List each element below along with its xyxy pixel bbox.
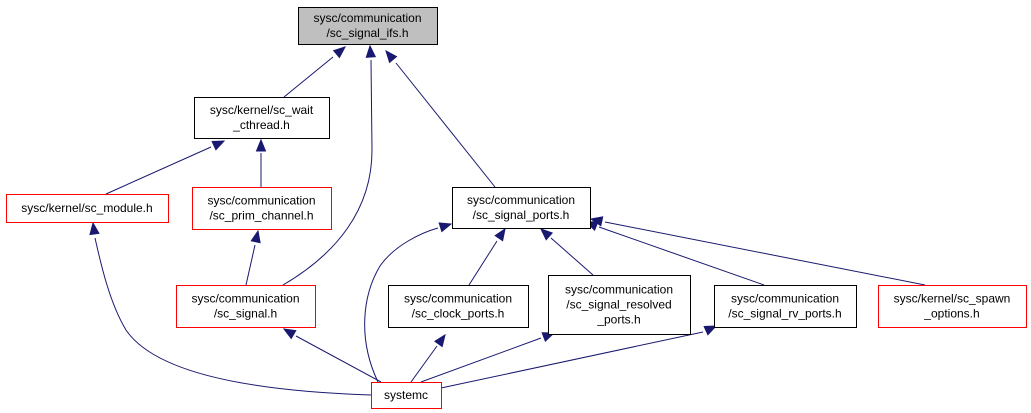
- node-label-line: /sc_signal_rv_ports.h: [728, 307, 841, 321]
- node-box: [192, 187, 332, 230]
- edge-line: [420, 337, 542, 383]
- node-label-line: systemc: [384, 388, 428, 402]
- edge-line: [604, 221, 926, 286]
- arrow-head: [385, 49, 398, 64]
- node-label-line: sysc/communication: [207, 194, 315, 208]
- node-label-line: /sc_prim_channel.h: [209, 209, 313, 223]
- edge-sc_signal-to-sc_signal_ifs: [282, 44, 377, 286]
- node-sc-wait-cthread[interactable]: sysc/kernel/sc_wait_cthread.h: [194, 97, 330, 139]
- node-label-line: sysc/communication: [313, 11, 421, 25]
- node-sc-signal-ports[interactable]: sysc/communication/sc_signal_ports.h: [452, 187, 591, 229]
- node-label-line: sysc/communication: [404, 292, 512, 306]
- node-box: [878, 285, 1027, 328]
- edges-layer: [89, 44, 926, 396]
- arrow-head: [703, 325, 718, 336]
- edge-sc_clock_ports-to-sc_signal_ports: [468, 227, 506, 286]
- node-box: [298, 7, 438, 45]
- node-sc-prim-channel[interactable]: sysc/communication/sc_prim_channel.h: [192, 187, 332, 230]
- node-sc-signal-resolved-ports[interactable]: sysc/communication/sc_signal_resolved_po…: [548, 275, 691, 335]
- node-label-line: _ports.h: [596, 313, 640, 327]
- node-sc-module[interactable]: sysc/kernel/sc_module.h: [6, 194, 169, 223]
- edge-systemc-to-sc_signal_rv_ports: [440, 325, 718, 389]
- edge-line: [550, 237, 594, 276]
- arrow-head: [589, 216, 604, 227]
- node-label-line: /sc_signal_resolved: [566, 298, 671, 312]
- edge-systemc-to-sc_clock_ports: [410, 333, 446, 383]
- arrow-head: [438, 222, 453, 233]
- edge-sc_signal_ports-to-sc_signal_ifs: [385, 49, 496, 188]
- arrow-head: [433, 333, 446, 348]
- arrow-head: [540, 228, 554, 241]
- edge-line: [295, 335, 382, 383]
- edge-sc_wait_cthread-to-sc_signal_ifs: [283, 46, 347, 98]
- node-box: [6, 194, 169, 223]
- node-sc-signal-ifs: sysc/communication/sc_signal_ifs.h: [298, 7, 438, 45]
- edge-systemc-to-sc_signal_ports: [364, 222, 453, 383]
- node-label-line: /sc_clock_ports.h: [412, 307, 505, 321]
- node-box: [176, 285, 316, 328]
- arrow-head: [89, 221, 100, 236]
- edge-line: [105, 146, 212, 195]
- nodes-layer: sysc/communication/sc_signal_ifs.h sysc/k…: [6, 7, 1027, 409]
- node-systemc[interactable]: systemc: [371, 382, 442, 409]
- edge-sc_prim_channel-to-sc_wait_cthread: [255, 138, 267, 187]
- edge-sc_module-to-sc_wait_cthread: [105, 140, 226, 195]
- node-label-line: /sc_signal.h: [214, 307, 277, 321]
- node-box: [714, 285, 857, 328]
- arrow-head: [211, 140, 226, 151]
- arrow-head: [255, 138, 267, 152]
- arrow-head: [494, 227, 506, 242]
- edge-line: [245, 244, 256, 286]
- edge-systemc-to-sc_signal: [282, 328, 382, 383]
- arrow-head: [365, 44, 377, 58]
- edge-sc_spawn_options-to-sc_signal_ports: [589, 216, 926, 286]
- arrow-head: [332, 46, 347, 59]
- node-label-line: sysc/kernel/sc_spawn: [894, 292, 1011, 306]
- node-box: [452, 187, 591, 229]
- edge-systemc-to-sc_module: [89, 221, 372, 396]
- edge-line: [468, 240, 498, 286]
- arrow-head: [282, 328, 297, 340]
- node-sc-signal[interactable]: sysc/communication/sc_signal.h: [176, 285, 316, 328]
- node-sc-signal-rv-ports[interactable]: sysc/communication/sc_signal_rv_ports.h: [714, 285, 857, 328]
- edge-line: [282, 59, 373, 286]
- node-box: [548, 275, 691, 335]
- node-label-line: _options.h: [923, 307, 979, 321]
- edge-line: [395, 62, 496, 188]
- node-sc-clock-ports[interactable]: sysc/communication/sc_clock_ports.h: [388, 285, 529, 328]
- edge-sc_signal-to-sc_prim_channel: [245, 229, 261, 286]
- node-label-line: sysc/communication: [191, 292, 299, 306]
- edge-line: [440, 331, 704, 389]
- node-box: [371, 382, 442, 409]
- node-label-line: sysc/communication: [731, 292, 839, 306]
- node-label-line: sysc/kernel/sc_wait: [210, 103, 314, 117]
- edge-line: [410, 345, 438, 383]
- node-label-line: _cthread.h: [232, 118, 290, 132]
- node-label-line: sysc/communication: [467, 193, 575, 207]
- node-box: [194, 97, 330, 139]
- node-label-line: sysc/kernel/sc_module.h: [21, 201, 152, 215]
- edge-line: [364, 227, 439, 383]
- node-label-line: /sc_signal_ifs.h: [326, 26, 408, 40]
- edge-sc_signal_resolved_ports-to-sc_signal_ports: [540, 228, 594, 276]
- node-label-line: sysc/communication: [565, 283, 673, 297]
- edge-line: [94, 237, 372, 396]
- node-sc-spawn-options[interactable]: sysc/kernel/sc_spawn_options.h: [878, 285, 1027, 328]
- arrow-head: [250, 229, 261, 244]
- node-box: [388, 285, 529, 328]
- edge-line: [598, 226, 765, 286]
- edge-line: [283, 56, 334, 98]
- node-label-line: /sc_signal_ports.h: [473, 208, 570, 222]
